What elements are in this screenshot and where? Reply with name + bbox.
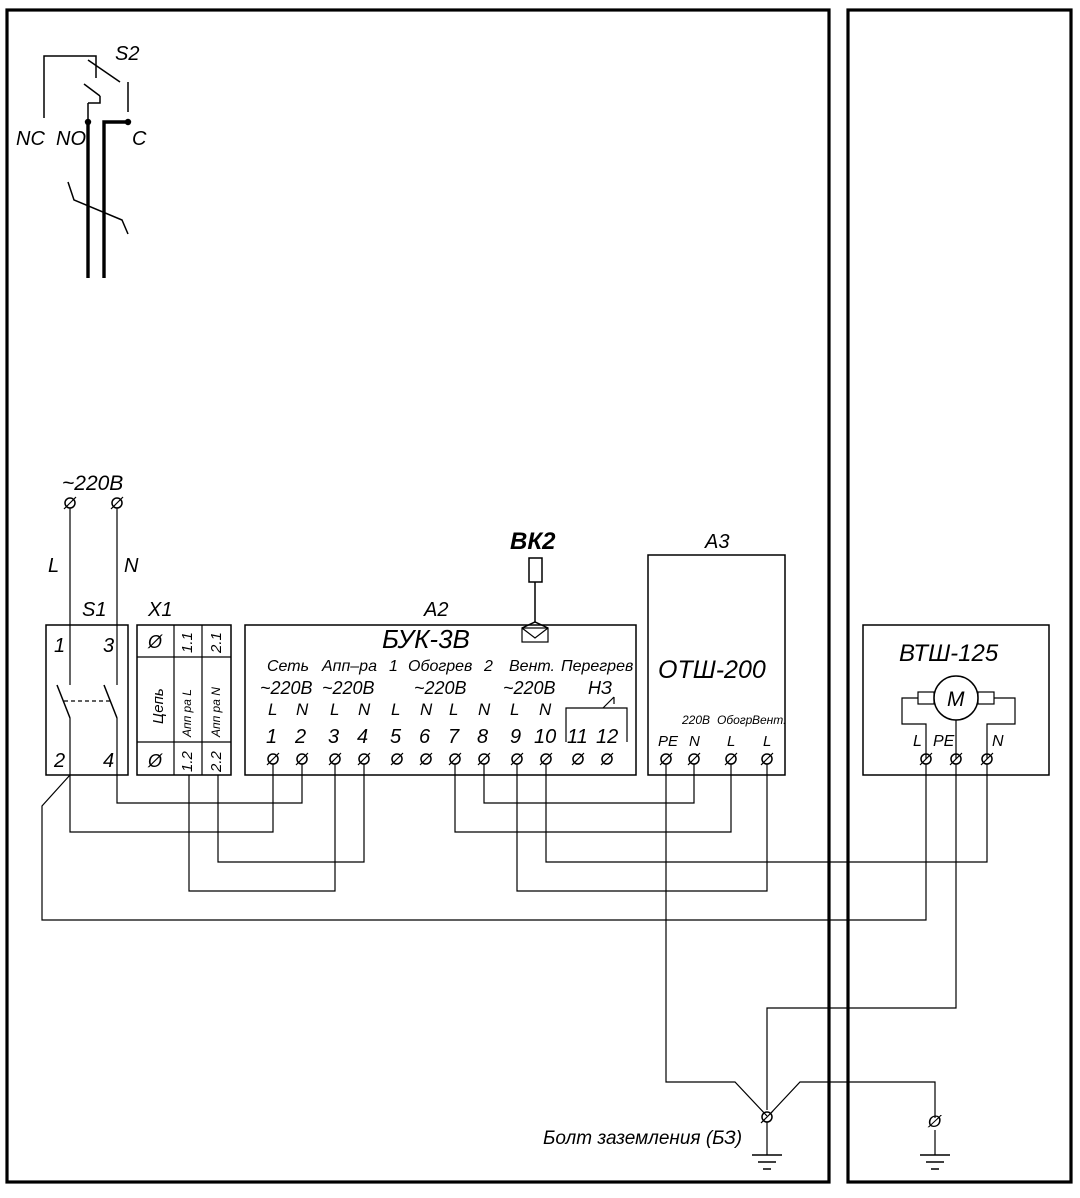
ground-bolt: Болт заземления (БЗ) Ø	[543, 1110, 950, 1170]
a2-grp-overheat: Перегрев	[561, 658, 633, 675]
x1-app-l: Апп ра L	[180, 689, 194, 738]
a2-num-2: 2	[294, 726, 306, 748]
s1-t4: 4	[103, 750, 114, 772]
side-ground-icon	[920, 1154, 950, 1170]
a2-name: БУК-3В	[382, 624, 470, 654]
a2-ln-7: L	[449, 700, 458, 719]
a2-ln-3: L	[330, 700, 339, 719]
a2-grp-heat: Обогрев	[408, 658, 472, 675]
s1-switch: S1 1 3 2 4	[45, 599, 129, 776]
vtsh-pe: PE	[933, 733, 955, 750]
a2-ln-4: N	[358, 700, 371, 719]
a2-grp-1: 1	[389, 658, 398, 675]
wires	[41, 764, 988, 1118]
s1-t1: 1	[54, 635, 65, 657]
a2-grp-app: Апп–ра	[321, 658, 377, 675]
vtsh-n: N	[992, 733, 1004, 750]
s2-nc-label: NC	[16, 128, 45, 150]
main-cabinet-frame	[5, 8, 831, 1184]
a3-pe: PE	[658, 733, 679, 750]
bk2-sensor: ВК2	[510, 528, 556, 643]
s2-switch: S2 NC NO C	[16, 43, 147, 278]
a2-grp-set: Сеть	[267, 658, 309, 675]
a2-grp-2: 2	[483, 658, 493, 675]
a2-num-7: 7	[448, 726, 460, 748]
a3-v220: 220В	[681, 713, 710, 727]
x1-app-n: Апп ра N	[209, 687, 223, 738]
a3-heat: Обогр.	[717, 713, 756, 727]
x1-t21: 2.1	[208, 632, 225, 654]
vtsh-motor: М	[947, 688, 965, 711]
a2-terminal-screws	[266, 752, 614, 766]
supply-l-label: L	[48, 555, 59, 577]
bk2-label: ВК2	[510, 528, 556, 555]
a2-nz: НЗ	[588, 678, 612, 698]
x1-t11: 1.1	[179, 632, 196, 653]
side-ground-sym: Ø	[927, 1112, 943, 1131]
vtsh-l: L	[913, 733, 922, 750]
vtsh-name: ВТШ-125	[899, 640, 999, 667]
a2-num-12: 12	[596, 726, 618, 748]
s1-t2: 2	[53, 750, 65, 772]
a2-num-5: 5	[390, 726, 402, 748]
a3-otsh-200: A3 ОТШ-200 220В Обогр. Вент. PE N L L	[647, 531, 786, 776]
a2-ln-10: N	[539, 700, 552, 719]
supply-terminals: ~220B L N	[48, 472, 139, 680]
a2-ln-6: N	[420, 700, 433, 719]
a2-num-8: 8	[477, 726, 488, 748]
s1-t3: 3	[103, 635, 114, 657]
side-cabinet-frame	[846, 8, 1073, 1184]
a2-v-app: ~220B	[322, 678, 375, 698]
a3-n: N	[689, 733, 700, 750]
x1-circuit: Цепь	[150, 688, 167, 724]
a3-l1: L	[727, 733, 735, 750]
a2-ln-9: L	[510, 700, 519, 719]
a2-num-6: 6	[419, 726, 431, 748]
a2-ln-1: L	[268, 700, 277, 719]
s2-c-label: C	[132, 128, 147, 150]
a2-num-3: 3	[328, 726, 339, 748]
a2-num-10: 10	[534, 726, 556, 748]
a2-num-4: 4	[357, 726, 368, 748]
supply-voltage-label: ~220B	[62, 472, 123, 495]
a3-name: ОТШ-200	[658, 656, 766, 684]
a2-ln-8: N	[478, 700, 491, 719]
x1-sym-bottom: Ø	[147, 751, 163, 771]
a3-ref: A3	[704, 531, 729, 553]
a2-num-11: 11	[567, 726, 588, 748]
a2-buk-3v: A2 БУК-3В Сеть Апп–ра 1 Обогрев 2 Вент. …	[244, 599, 637, 776]
s2-no-label: NO	[56, 128, 86, 150]
x1-terminal-block: X1 Ø Ø 1.1 2.1 Цепь Апп ра L Апп ра N 1.…	[136, 599, 232, 776]
a3-l2: L	[763, 733, 771, 750]
supply-n-label: N	[124, 555, 139, 577]
a2-num-9: 9	[510, 726, 521, 748]
a2-ln-2: N	[296, 700, 309, 719]
s1-label: S1	[82, 599, 106, 621]
a2-v-heat: ~220B	[414, 678, 467, 698]
a2-num-1: 1	[266, 726, 277, 748]
a2-v-set: ~220B	[260, 678, 313, 698]
a2-ref: A2	[423, 599, 448, 621]
x1-sym-top: Ø	[147, 632, 163, 652]
a2-ln-5: L	[391, 700, 400, 719]
a2-v-vent: ~220B	[503, 678, 556, 698]
x1-t22: 2.2	[208, 750, 225, 773]
a3-vent: Вент.	[752, 713, 786, 727]
x1-label: X1	[147, 599, 172, 621]
s2-label: S2	[115, 43, 139, 65]
ground-label: Болт заземления (БЗ)	[543, 1128, 742, 1149]
ground-icon	[752, 1154, 782, 1170]
x1-t12: 1.2	[179, 750, 196, 772]
a2-grp-vent: Вент.	[509, 658, 555, 675]
vtsh-125-fan: ВТШ-125 М L PE N	[862, 624, 1050, 776]
